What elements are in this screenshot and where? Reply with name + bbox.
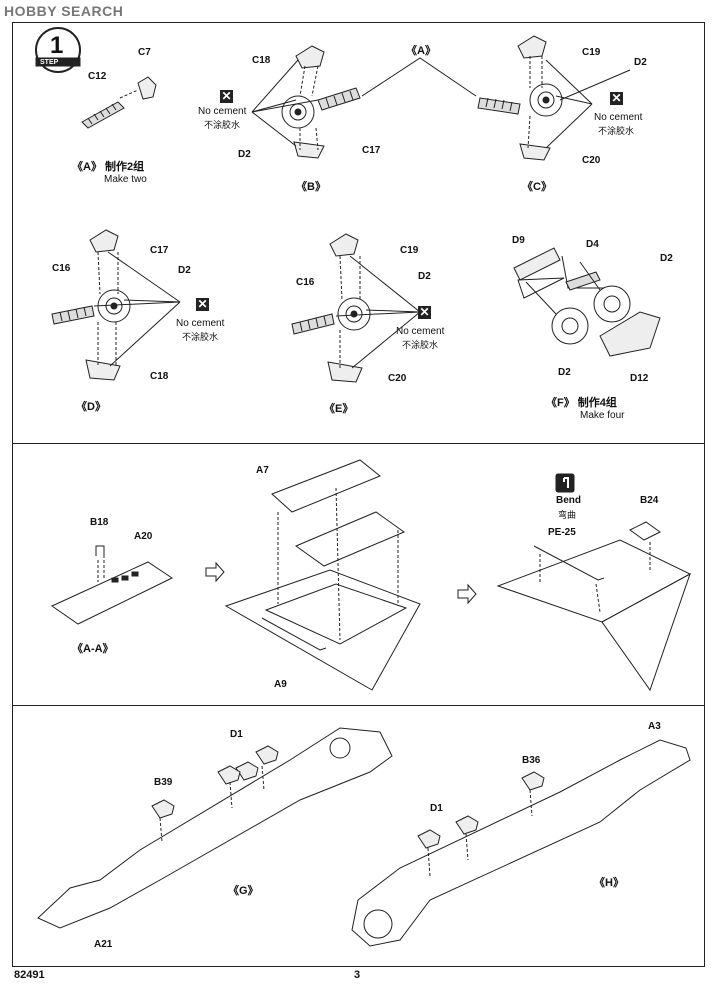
- step-number: 1: [50, 32, 64, 59]
- part-label-d1-h: D1: [430, 803, 443, 814]
- part-label-a3: A3: [648, 721, 661, 732]
- caption-b: 《B》: [296, 181, 326, 193]
- sub-a-drawing: [81, 76, 157, 129]
- caption-g: 《G》: [228, 885, 259, 897]
- part-label-c17-d: C17: [150, 245, 169, 256]
- part-label-a20: A20: [134, 531, 153, 542]
- part-label-c17: C17: [362, 145, 381, 156]
- panel-divider-1: [12, 443, 705, 444]
- part-label-c12: C12: [88, 71, 107, 82]
- part-label-c16: C16: [52, 263, 71, 274]
- part-label-d2: D2: [238, 149, 251, 160]
- part-label-b24: B24: [640, 495, 659, 506]
- sub-c-drawing: [477, 35, 631, 161]
- product-code: 82491: [14, 969, 45, 981]
- caption-e: 《E》: [324, 403, 354, 415]
- caption-d: 《D》: [76, 401, 106, 413]
- part-label-c18-d: C18: [150, 371, 169, 382]
- part-label-d2-e: D2: [418, 271, 431, 282]
- part-label-pe25: PE-25: [548, 527, 576, 538]
- caption-f-sub: Make four: [580, 410, 625, 421]
- page-number: 3: [354, 969, 361, 981]
- part-label-d2-c: D2: [634, 57, 647, 68]
- a-ref-lines: [361, 57, 477, 97]
- sub-f-drawing: [513, 247, 661, 357]
- no-cement-label-b: No cement: [198, 106, 247, 117]
- no-cement-label-c: No cement: [594, 112, 643, 123]
- instruction-frame: [12, 22, 705, 967]
- sub-d-drawing: [51, 229, 181, 381]
- caption-a: 《A》 制作2组: [72, 161, 145, 173]
- part-label-d12: D12: [630, 373, 649, 384]
- sub-g-drawing: [37, 727, 393, 929]
- caption-h: 《H》: [594, 877, 624, 889]
- step-label: STEP: [40, 59, 59, 66]
- sub-e-drawing: [291, 233, 421, 383]
- bend-label-cn: 弯曲: [558, 510, 577, 520]
- no-cement-label-e: No cement: [396, 326, 445, 337]
- bend-label: Bend: [556, 495, 581, 506]
- arrow-1-icon: [205, 561, 225, 583]
- part-label-b39: B39: [154, 777, 173, 788]
- part-label-d2-f2: D2: [558, 367, 571, 378]
- part-label-a21: A21: [94, 939, 113, 950]
- part-label-d2-d: D2: [178, 265, 191, 276]
- no-cement-icon: ✕: [418, 305, 431, 319]
- part-label-d1-g: D1: [230, 729, 243, 740]
- sub-mid-drawing: [224, 459, 421, 691]
- sub-aa-drawing: [50, 545, 174, 625]
- sub-right-drawing: [496, 473, 692, 692]
- caption-f: 《F》 制作4组: [546, 397, 617, 409]
- part-label-d2-f1: D2: [660, 253, 673, 264]
- caption-aa: 《A-A》: [72, 643, 114, 655]
- no-cement-cn-e: 不涂胶水: [402, 340, 439, 350]
- no-cement-cn-c: 不涂胶水: [598, 126, 635, 136]
- caption-c: 《C》: [522, 181, 552, 193]
- no-cement-cn-d: 不涂胶水: [182, 332, 219, 342]
- part-label-c16-e: C16: [296, 277, 315, 288]
- part-label-c19: C19: [582, 47, 601, 58]
- sub-b-drawing: [251, 45, 361, 159]
- part-label-c19-e: C19: [400, 245, 419, 256]
- part-label-c20-e: C20: [388, 373, 407, 384]
- no-cement-cn-b: 不涂胶水: [204, 120, 241, 130]
- panel-divider-2: [12, 705, 705, 706]
- hobby-search-logo: HOBBY SEARCH: [4, 3, 124, 19]
- part-label-b18: B18: [90, 517, 109, 528]
- caption-a-sub: Make two: [104, 174, 147, 185]
- part-label-a7: A7: [256, 465, 269, 476]
- sub-h-drawing: [351, 739, 691, 947]
- no-cement-label-d: No cement: [176, 318, 225, 329]
- no-cement-icon: ✕: [220, 89, 233, 103]
- part-label-d9: D9: [512, 235, 525, 246]
- part-label-a9: A9: [274, 679, 287, 690]
- part-label-d4: D4: [586, 239, 599, 250]
- part-label-c7: C7: [138, 47, 151, 58]
- part-label-b36: B36: [522, 755, 541, 766]
- arrow-2-icon: [457, 583, 477, 605]
- no-cement-icon: ✕: [196, 297, 209, 311]
- part-label-c20: C20: [582, 155, 601, 166]
- part-label-c18: C18: [252, 55, 271, 66]
- step-badge-icon: [35, 27, 81, 73]
- caption-a-ref: 《A》: [406, 45, 436, 57]
- no-cement-icon: ✕: [610, 91, 623, 105]
